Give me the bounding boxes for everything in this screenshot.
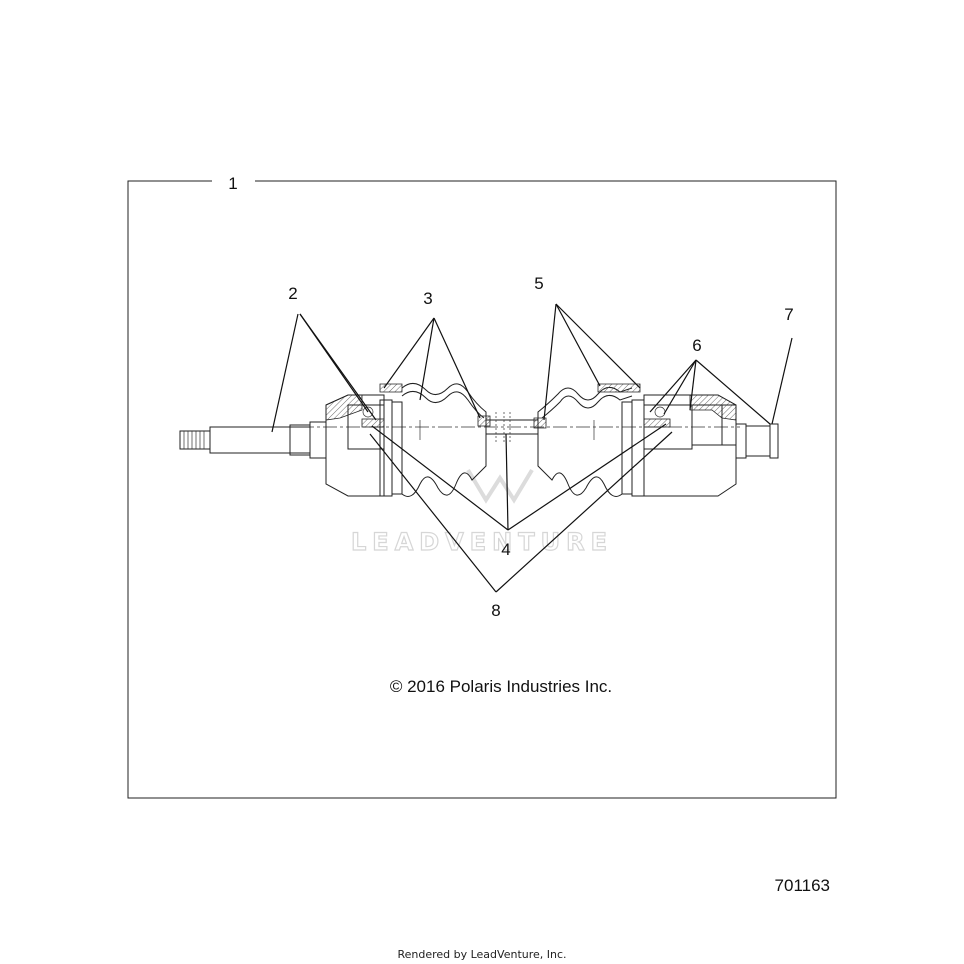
callout-leaders [271, 303, 793, 593]
callout-2[interactable]: 2 [288, 284, 297, 303]
diagram-id: 701163 [775, 876, 830, 895]
boot-left [379, 383, 491, 497]
callout-8[interactable]: 8 [491, 601, 500, 620]
callout-1[interactable]: 1 [228, 174, 237, 193]
callout-6[interactable]: 6 [692, 336, 701, 355]
callout-7[interactable]: 7 [784, 305, 793, 324]
callout-4[interactable]: 4 [501, 540, 510, 559]
right-stub-shaft [735, 423, 779, 459]
inner-cv-joint-left [325, 394, 403, 497]
watermark-text: LEADVENTURE [351, 528, 613, 556]
copyright-text: © 2016 Polaris Industries Inc. [390, 677, 612, 696]
callout-3[interactable]: 3 [423, 289, 432, 308]
axle-assembly-drawing [179, 383, 779, 497]
boot-right [533, 383, 641, 497]
footer-credit: Rendered by LeadVenture, Inc. [397, 948, 566, 961]
diagram-frame [127, 180, 837, 799]
leadventure-watermark: LEADVENTURE [350, 468, 613, 557]
left-spline-shaft [179, 421, 327, 459]
callout-5[interactable]: 5 [534, 274, 543, 293]
outer-cv-joint-right [621, 394, 737, 497]
